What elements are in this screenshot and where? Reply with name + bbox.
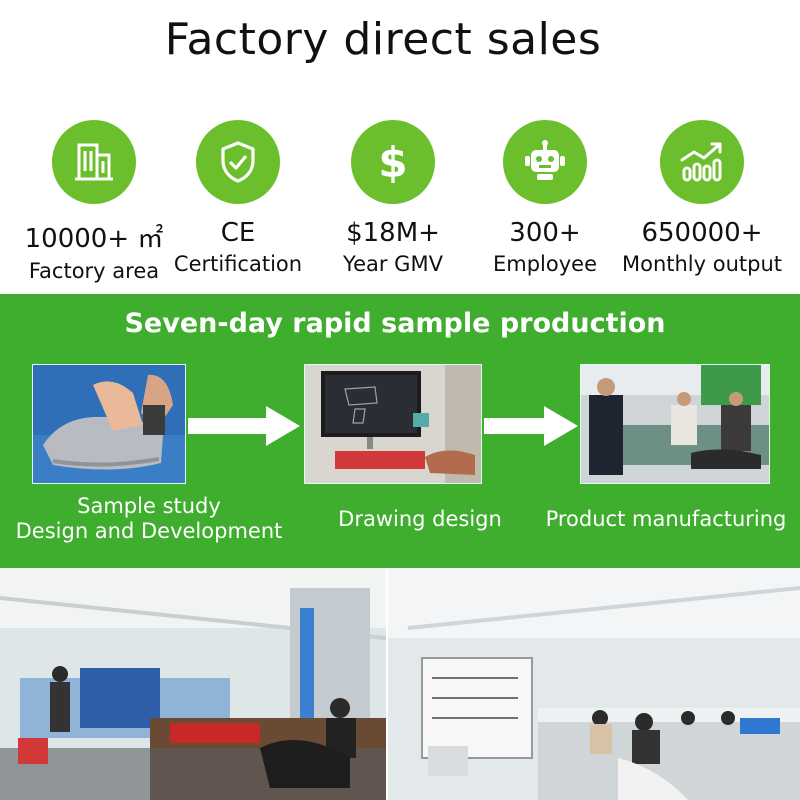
step-label-sample-study: Sample study Design and Development xyxy=(0,494,298,544)
process-band: Seven-day rapid sample production xyxy=(0,294,800,568)
arrow-right-icon xyxy=(484,406,578,446)
feature-label: Year GMV xyxy=(343,252,443,276)
feature-employee: 300+ Employee xyxy=(478,120,612,276)
arrow-right-icon xyxy=(188,406,300,446)
page-title: Factory direct sales xyxy=(164,14,602,65)
step-label-product-manufacturing: Product manufacturing xyxy=(532,507,800,532)
feature-factory-area: 10000+ ㎡ Factory area xyxy=(22,120,166,283)
factory-floor-photo-left xyxy=(0,568,386,800)
step-label-line: Design and Development xyxy=(15,519,283,543)
feature-certification: CE Certification xyxy=(168,120,308,276)
feature-label: Employee xyxy=(492,252,597,276)
feature-value: CE xyxy=(220,218,256,248)
step-label-line: Drawing design xyxy=(338,507,502,531)
step-label-line: Product manufacturing xyxy=(545,507,787,531)
growth-chart-icon xyxy=(660,120,744,204)
step-label-line: Sample study xyxy=(77,494,221,518)
building-icon xyxy=(52,120,136,204)
feature-monthly-output: 650000+ Monthly output xyxy=(614,120,790,276)
feature-label: Certification xyxy=(173,252,303,276)
step-label-drawing-design: Drawing design xyxy=(320,507,520,532)
svg-text:$: $ xyxy=(378,138,407,187)
feature-value: 300+ xyxy=(509,218,581,248)
shield-check-icon xyxy=(196,120,280,204)
robot-icon xyxy=(503,120,587,204)
product-manufacturing-photo xyxy=(580,364,770,484)
feature-value: 10000+ ㎡ xyxy=(24,224,164,254)
drawing-design-photo xyxy=(304,364,482,484)
process-title: Seven-day rapid sample production xyxy=(124,308,666,339)
feature-value: $18M+ xyxy=(346,218,440,248)
sample-study-photo xyxy=(32,364,186,484)
feature-label: Monthly output xyxy=(621,252,783,276)
feature-value: 650000+ xyxy=(641,218,763,248)
factory-floor-photo-right xyxy=(388,568,800,800)
feature-gmv: $ $18M+ Year GMV xyxy=(318,120,468,276)
dollar-icon: $ xyxy=(351,120,435,204)
feature-label: Factory area xyxy=(28,259,160,283)
